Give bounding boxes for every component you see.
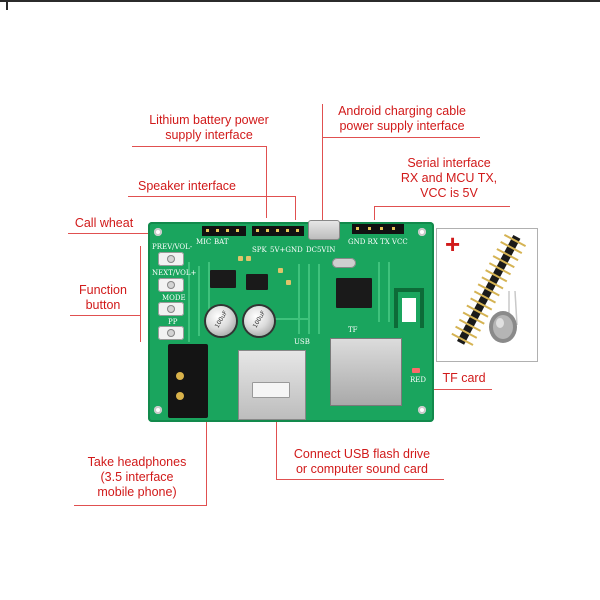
label-android-charging: Android charging cable power supply inte…	[338, 104, 466, 133]
bluetooth-audio-board: MIC BAT SPK 5V+GND DC5VIN GND RX TX VCC …	[148, 220, 434, 422]
trace	[198, 266, 200, 336]
antenna-gap	[402, 298, 416, 322]
prev-vol-button[interactable]	[158, 252, 184, 266]
pcb-antenna	[394, 288, 398, 328]
leader-usb-h	[276, 479, 444, 480]
silk-mode: MODE	[162, 294, 186, 302]
label-lithium-battery: Lithium battery power supply interface	[149, 113, 269, 142]
leader-serial-v	[374, 206, 375, 220]
smd-pad	[238, 256, 243, 261]
usb-a-tongue	[252, 382, 290, 398]
jack-pin	[176, 372, 184, 380]
crystal	[332, 258, 356, 268]
next-vol-button[interactable]	[158, 278, 184, 292]
electrolytic-capacitor: 100uF	[244, 306, 274, 336]
pcb-antenna	[394, 288, 424, 292]
silk-dc5vin: DC5VIN	[306, 246, 336, 254]
small-chip	[246, 274, 268, 290]
mode-button[interactable]	[158, 302, 184, 316]
leader-usb-v	[276, 418, 277, 480]
smd-pad	[278, 268, 283, 273]
trace	[318, 264, 320, 334]
bluetooth-chip	[336, 278, 372, 308]
tf-card-slot	[330, 338, 402, 406]
silk-usb: USB	[294, 338, 310, 346]
silk-tf: TF	[348, 326, 358, 334]
trace	[248, 318, 308, 320]
play-pause-button[interactable]	[158, 326, 184, 340]
leader-android-h	[322, 137, 480, 138]
leader-headphones-h	[74, 505, 206, 506]
label-usb-drive: Connect USB flash drive or computer soun…	[293, 447, 431, 476]
micro-usb-port	[308, 220, 340, 240]
leader-function-h	[70, 315, 140, 316]
leader-headphones-v	[206, 406, 207, 506]
speaker-power-header	[252, 226, 304, 236]
leader-function-v	[140, 246, 141, 342]
leader-serial-h	[374, 206, 510, 207]
pcb-antenna	[420, 288, 424, 328]
label-serial-interface: Serial interface RX and MCU TX, VCC is 5…	[400, 156, 498, 200]
plus-icon: +	[445, 229, 461, 259]
red-led	[412, 368, 420, 373]
leader-lithium-v	[266, 146, 267, 218]
pin-header-icon	[451, 233, 527, 346]
headphone-jack	[168, 344, 208, 418]
leader-android-v	[322, 104, 323, 222]
label-call-wheat: Call wheat	[74, 216, 134, 230]
label-speaker-interface: Speaker interface	[138, 179, 236, 193]
trace	[188, 262, 190, 342]
amp-chip	[210, 270, 236, 288]
silk-prev-vol: PREV/VOL-	[152, 243, 193, 251]
mic-bat-header	[202, 226, 246, 236]
mounting-hole	[154, 228, 162, 236]
silk-serial-pins: GND RX TX VCC	[348, 238, 408, 246]
top-rule	[0, 0, 600, 2]
jack-pin	[176, 392, 184, 400]
trace	[208, 262, 210, 322]
label-tf-card: TF card	[442, 371, 486, 385]
smd-pad	[246, 256, 251, 261]
accessories-illustration	[451, 233, 527, 346]
silk-bat: BAT	[214, 238, 229, 246]
label-headphones: Take headphones (3.5 interface mobile ph…	[87, 455, 187, 499]
silk-pp: PP	[168, 318, 178, 326]
leader-call-wheat	[68, 233, 210, 234]
trace	[308, 264, 310, 334]
silk-next-vol: NEXT/VOL+	[152, 269, 197, 277]
leader-speaker-h	[128, 196, 296, 197]
silk-mic: MIC	[196, 238, 212, 246]
accessories-box: +	[436, 228, 538, 362]
label-function-button: Function button	[79, 283, 127, 312]
smd-pad	[286, 280, 291, 285]
leader-lithium-h	[132, 146, 267, 147]
microphone-icon	[489, 290, 518, 343]
mounting-hole	[418, 228, 426, 236]
trace	[388, 262, 390, 322]
trace	[298, 264, 300, 334]
mounting-hole	[418, 406, 426, 414]
leader-speaker-v	[295, 196, 296, 220]
silk-red: RED	[410, 376, 426, 384]
trace	[378, 262, 380, 322]
electrolytic-capacitor: 100uF	[206, 306, 236, 336]
leader-tf-h	[384, 389, 492, 390]
serial-header	[352, 224, 404, 234]
silk-spk: SPK	[252, 246, 267, 254]
silk-5v-gnd: 5V+GND	[270, 246, 303, 254]
top-tick	[6, 0, 8, 10]
mounting-hole	[154, 406, 162, 414]
